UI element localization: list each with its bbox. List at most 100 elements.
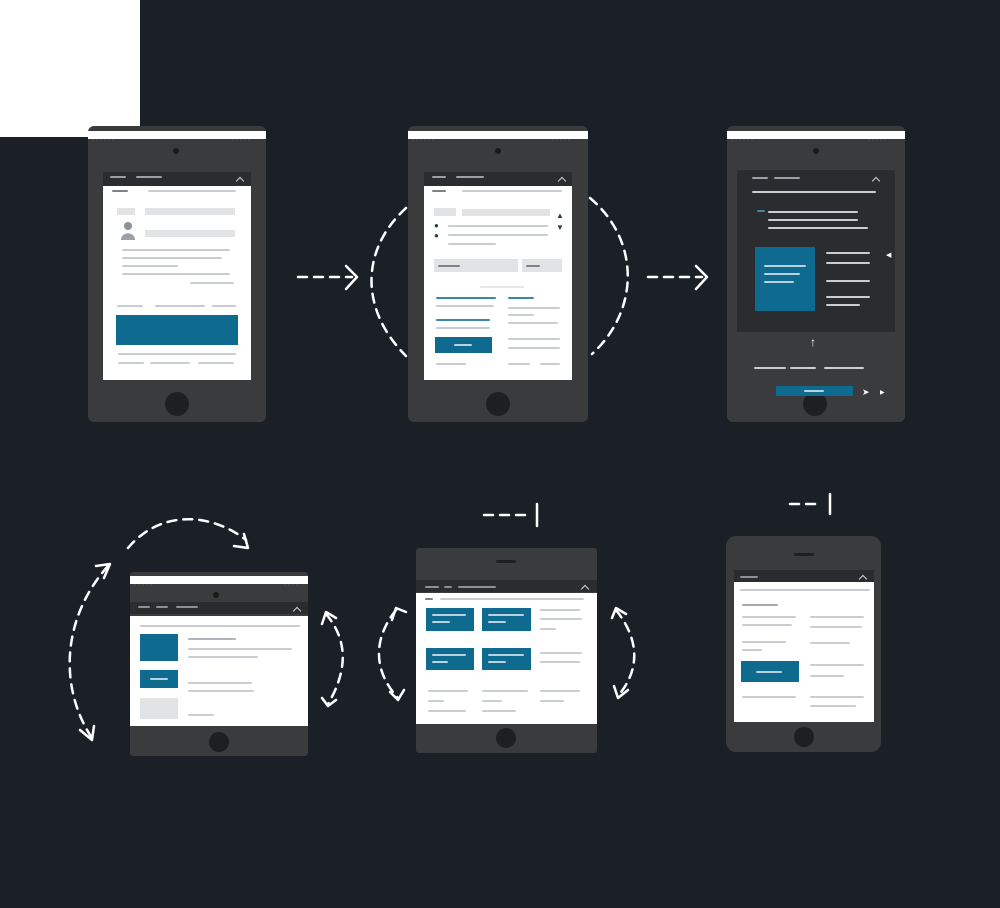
t3-card[interactable]: [755, 247, 815, 311]
screen: [734, 582, 874, 722]
tablet-6: [726, 536, 881, 752]
t5-label: [425, 598, 433, 600]
arrowhead-5l-top: [390, 606, 408, 622]
t2-label: [432, 190, 446, 192]
rotate-arc-5-left: [377, 608, 400, 700]
t6-rule: [740, 589, 870, 591]
t1-text-line: [190, 282, 234, 284]
t2-field-1[interactable]: [462, 209, 550, 216]
t5-text-line: [428, 700, 444, 702]
t5-card-line: [432, 654, 466, 656]
t5-card-1[interactable]: [426, 608, 474, 631]
camera: [813, 148, 819, 154]
speaker: [794, 553, 814, 556]
rotate-arc-top: [126, 517, 248, 550]
arrowhead-outer-top: [94, 562, 112, 580]
t3-input-line: [754, 367, 786, 369]
rotate-arc-left: [370, 206, 408, 358]
send-icon[interactable]: ➤: [862, 387, 870, 397]
t1-field-1[interactable]: [145, 208, 235, 215]
t3-input-line: [790, 367, 816, 369]
sort-icon[interactable]: ▼: [556, 223, 564, 232]
t3-card-line: [764, 265, 806, 267]
t5-card-line: [432, 661, 448, 663]
t2-field-2[interactable]: [434, 259, 518, 272]
t2-text-line: [436, 327, 490, 329]
t2-text-line: [540, 363, 560, 365]
t5-card-line: [432, 621, 450, 623]
radio-icon[interactable]: ●: [434, 221, 439, 230]
t2-text-line: [436, 363, 466, 365]
t6-text-line: [810, 705, 856, 707]
speaker: [496, 560, 516, 563]
t5-header-label: [458, 586, 496, 588]
app-header: [103, 172, 251, 186]
up-arrow-icon[interactable]: ↑: [810, 335, 816, 349]
t4-thumbnail-1[interactable]: [140, 634, 178, 661]
t5-card-line: [488, 621, 506, 623]
home-button[interactable]: [165, 392, 189, 416]
t5-card-2[interactable]: [482, 608, 531, 631]
t4-thumbnail-label: [150, 678, 168, 680]
t2-text-line: [448, 225, 548, 227]
t6-text-line: [810, 675, 844, 677]
t3-input-line: [824, 367, 864, 369]
browser-bar: [88, 131, 266, 139]
t2-text-line: [508, 363, 530, 365]
home-button[interactable]: [209, 732, 229, 752]
t6-text-line: [742, 696, 796, 698]
t1-tag: [117, 208, 135, 215]
t3-text-line: [768, 219, 858, 221]
pointer-icon[interactable]: ◀: [886, 252, 892, 259]
t4-header-label: [176, 606, 198, 608]
t4-thumbnail-3[interactable]: [140, 698, 178, 719]
t6-text-line: [742, 649, 762, 651]
t2-field-3[interactable]: [522, 259, 562, 272]
t5-card-line: [432, 614, 466, 616]
arrowhead-4r-bottom: [320, 696, 338, 708]
sort-icon[interactable]: ▲: [556, 211, 564, 220]
t3-button-label: [804, 390, 824, 392]
t6-text-line: [742, 616, 796, 618]
t5-text-line: [540, 618, 582, 620]
home-button[interactable]: [794, 727, 814, 747]
t1-header-label: [110, 176, 126, 178]
pointer-icon[interactable]: ▶: [880, 390, 885, 396]
t3-marker: [757, 210, 765, 212]
home-button[interactable]: [486, 392, 510, 416]
t5-rule: [440, 598, 584, 600]
app-header: [424, 172, 572, 186]
t1-banner[interactable]: [116, 315, 238, 345]
app-header: [416, 580, 597, 592]
home-button[interactable]: [803, 392, 827, 416]
t5-text-line: [540, 628, 556, 630]
t2-tag: [434, 208, 456, 216]
tablet-4: [130, 572, 308, 756]
t3-text-line: [826, 296, 870, 298]
t5-text-line: [428, 690, 468, 692]
rotate-arc-right: [588, 196, 629, 356]
arrowhead-outer-bottom: [78, 724, 96, 742]
arrowhead-5r-bottom: [612, 684, 630, 700]
t3-header-label: [774, 177, 800, 179]
t5-card-3[interactable]: [426, 648, 474, 670]
t1-text-line: [118, 353, 236, 355]
t2-link[interactable]: [508, 297, 534, 299]
t1-text-line: [122, 257, 222, 259]
t2-header-label: [432, 176, 446, 178]
t4-item-title: [188, 638, 236, 640]
t5-card-4[interactable]: [482, 648, 531, 670]
t4-header-label: [138, 606, 150, 608]
t5-text-line: [540, 609, 580, 611]
t6-text-line: [810, 696, 864, 698]
t2-link[interactable]: [436, 319, 490, 321]
camera: [495, 148, 501, 154]
t6-text-line: [810, 642, 850, 644]
radio-icon[interactable]: ●: [434, 231, 439, 240]
arrowhead-5l-bottom: [388, 688, 406, 702]
t2-link[interactable]: [436, 297, 496, 299]
home-button[interactable]: [496, 728, 516, 748]
browser-bar: [130, 576, 308, 584]
arrowhead-1: [344, 264, 359, 291]
t1-field-2[interactable]: [145, 230, 235, 237]
